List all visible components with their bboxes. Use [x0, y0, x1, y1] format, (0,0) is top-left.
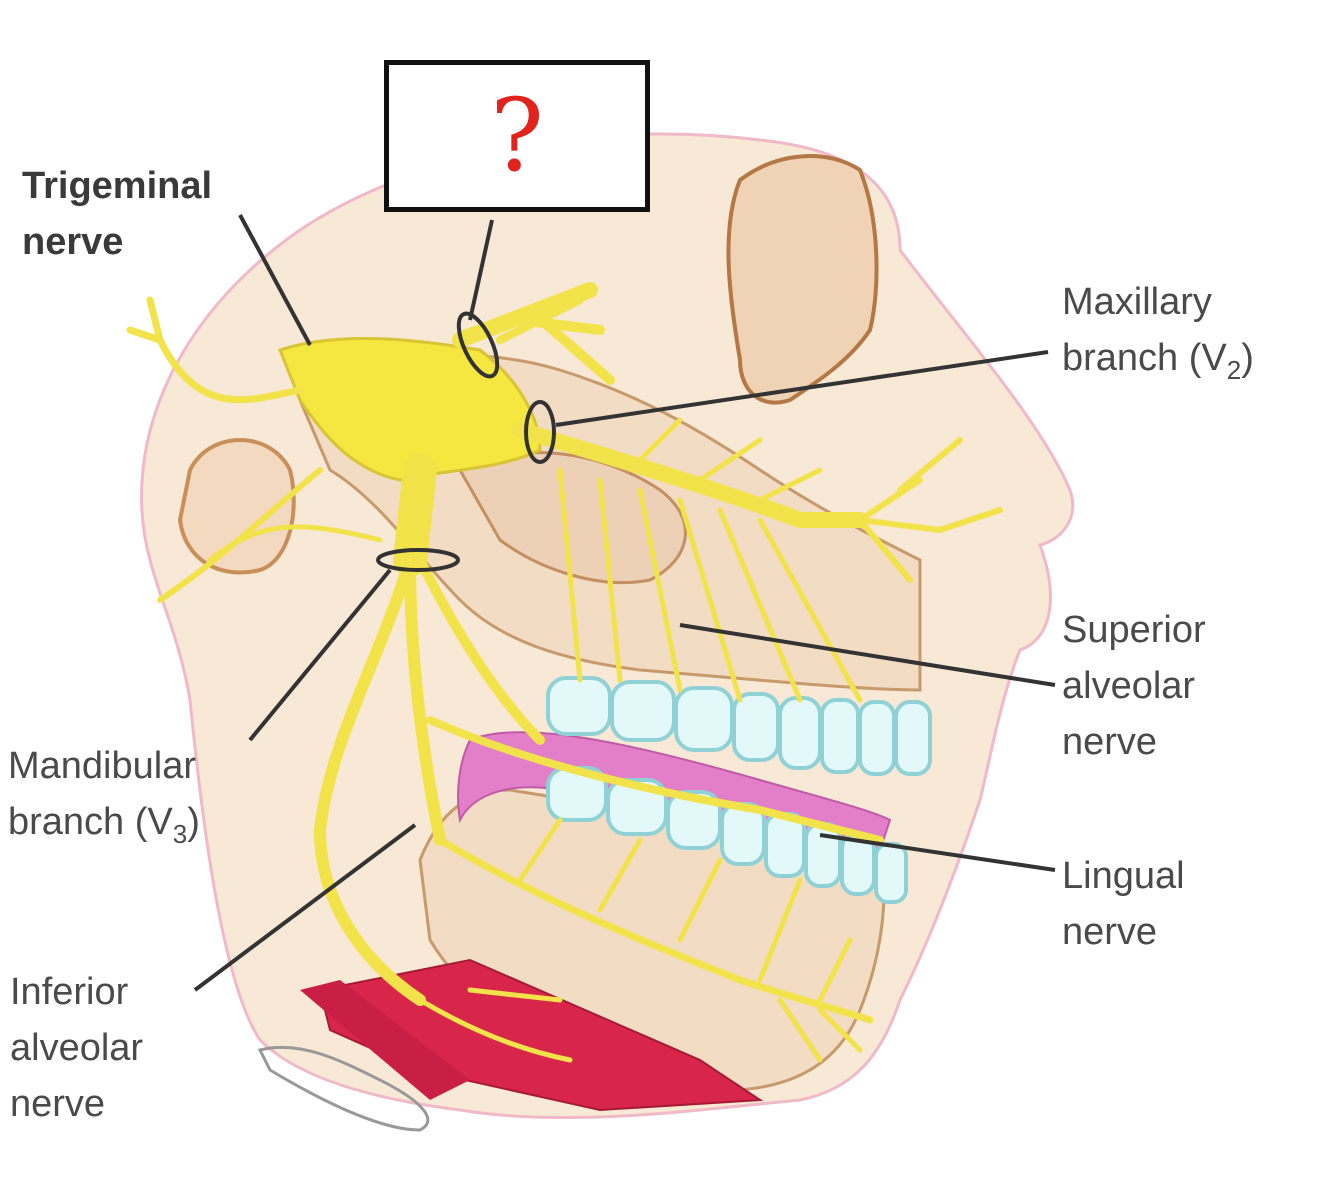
- label-lingual-nerve: Lingual nerve: [1062, 855, 1185, 953]
- label-mandibular-branch: Mandibular branch (V3): [8, 745, 200, 849]
- lower-teeth: [546, 766, 908, 904]
- hyoid-sketch: [257, 1045, 430, 1132]
- leader-question: [468, 219, 494, 321]
- neck-muscle: [318, 958, 764, 1112]
- label-inferior-alveolar-nerve: Inferior alveolar nerve: [10, 971, 144, 1125]
- ophthalmic-cut-ring: [456, 311, 500, 379]
- leader-maxillary: [555, 350, 1049, 427]
- ear-outline: [177, 438, 296, 575]
- leader-superior-alveolar: [679, 623, 1056, 687]
- leader-lines: [193, 214, 1056, 992]
- label-superior-alveolar-nerve: Superior alveolar nerve: [1062, 609, 1206, 763]
- nasal-bone: [726, 154, 879, 405]
- trigeminal-ganglion: [278, 336, 542, 482]
- leader-trigeminal: [238, 214, 312, 346]
- nerve-branches: [126, 282, 1003, 1063]
- question-mark: ?: [490, 77, 544, 194]
- label-trigeminal-nerve: Trigeminal nerve: [22, 165, 213, 263]
- leader-inferior-alveolar: [193, 823, 417, 992]
- label-maxillary-branch: Maxillary branch (V2): [1062, 281, 1254, 385]
- upper-teeth: [546, 676, 932, 776]
- mandibular-cut-ring: [376, 548, 460, 572]
- leader-mandibular: [248, 568, 392, 742]
- question-box: ?: [384, 60, 650, 212]
- neck-muscle-2: [300, 980, 470, 1100]
- maxillary-cut-ring: [524, 400, 556, 464]
- leader-lingual: [819, 833, 1056, 872]
